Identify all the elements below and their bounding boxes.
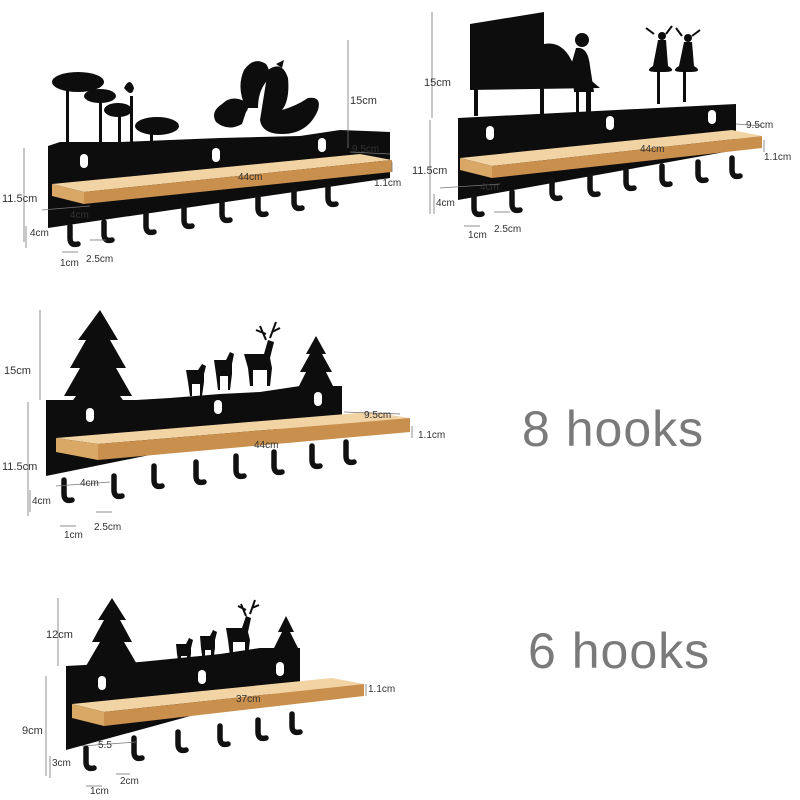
dimension-lines [23, 40, 393, 253]
hooks [83, 711, 303, 772]
mounting-slots [486, 110, 716, 140]
piano-top-height: 15cm [424, 77, 451, 89]
swan-thickness: 1.1cm [374, 178, 401, 189]
wood-shelf-side [72, 704, 104, 726]
dimension-lines [45, 598, 367, 787]
wood-shelf-top [56, 412, 410, 444]
swan-board-height: 11.5cm [2, 193, 37, 205]
deer8-hook-gap: 4cm [80, 478, 99, 489]
wood-shelf-side [460, 158, 492, 178]
deer8-hook-height: 4cm [32, 496, 51, 507]
deer8-top-height: 15cm [4, 365, 31, 377]
ballerinas-silhouette [645, 25, 701, 104]
swan-hook-width: 1cm [60, 258, 79, 269]
pine-tree-left [86, 598, 138, 666]
swan-hook-height: 4cm [30, 228, 49, 239]
pine-tree-right [274, 616, 298, 648]
dimension-lines [27, 310, 413, 527]
pine-tree-right [298, 336, 334, 388]
hooks [471, 155, 743, 218]
piano-board-height: 11.5cm [412, 165, 447, 177]
wood-shelf-side [52, 184, 84, 204]
piano-hook-height: 4cm [436, 198, 455, 209]
deer8-thickness: 1.1cm [418, 430, 445, 441]
dimension-lines [429, 12, 765, 227]
mounting-slots [98, 662, 284, 690]
deer8-shelf-drawing: 15cm 11.5cm 9.5cm 1.1cm 44cm 4cm 4cm 1cm… [2, 310, 445, 541]
piano-thickness: 1.1cm [764, 152, 791, 163]
deer-silhouettes [186, 321, 281, 396]
pine-tree-left [60, 310, 136, 418]
swans-silhouette [214, 60, 319, 134]
mounting-slots [86, 392, 322, 422]
piano-shelf-drawing: 15cm 11.5cm 9.5cm 1.1cm 44cm 4cm 4cm 1cm… [412, 12, 791, 241]
deer8-depth: 9.5cm [364, 410, 391, 421]
wood-shelf-front [104, 684, 364, 726]
deer6-shelf-panel: 12cm 9cm 1.1cm 37cm 5.5 3cm 1cm 2cm [0, 580, 420, 800]
hooks [67, 183, 339, 248]
deer6-thickness: 1.1cm [368, 684, 395, 695]
mounting-slots [80, 138, 326, 168]
deer8-shelf-panel: 15cm 11.5cm 9.5cm 1.1cm 44cm 4cm 4cm 1cm… [0, 290, 460, 560]
deer8-board-height: 11.5cm [2, 461, 37, 473]
piano-depth: 9.5cm [746, 120, 773, 131]
wood-shelf-side [56, 438, 98, 460]
deer6-hook-gap: 5.5 [98, 740, 112, 751]
swan-shelf-drawing: 11.5cm 15cm 9.5cm 1.1cm 44cm 4cm 4cm 1cm… [2, 40, 401, 269]
caption-6-hooks: 6 hooks [528, 623, 711, 679]
deer6-shelf-drawing: 12cm 9cm 1.1cm 37cm 5.5 3cm 1cm 2cm [22, 598, 395, 797]
swan-length: 44cm [238, 172, 262, 183]
wood-shelf-front [84, 160, 392, 204]
lotus-silhouette [52, 72, 179, 146]
deer6-hook-spacing: 2cm [120, 776, 139, 787]
piano-shelf-panel: 15cm 11.5cm 9.5cm 1.1cm 44cm 4cm 4cm 1cm… [400, 0, 800, 280]
wood-shelf-top [72, 678, 364, 712]
deer6-hook-width: 1cm [90, 786, 109, 797]
caption-8-hooks: 8 hooks [522, 401, 705, 457]
swan-top-height: 15cm [350, 95, 377, 107]
deer8-hook-width: 1cm [64, 530, 83, 541]
piano-hook-width: 1cm [468, 230, 487, 241]
wood-shelf-top [52, 154, 392, 192]
pianist-silhouette [572, 33, 594, 112]
deer6-length: 37cm [236, 694, 260, 705]
piano-length: 44cm [640, 144, 664, 155]
swan-depth: 9.5cm [352, 144, 379, 155]
swan-hook-gap: 4cm [70, 210, 89, 221]
deer8-length: 44cm [254, 440, 278, 451]
deer6-hook-height: 3cm [52, 758, 71, 769]
swan-hook-spacing: 2.5cm [86, 254, 113, 265]
wood-shelf-front [492, 136, 762, 178]
piano-hook-spacing: 2.5cm [494, 224, 521, 235]
piano-hook-gap: 4cm [480, 182, 499, 193]
hooks [61, 439, 357, 504]
wood-shelf-top [460, 130, 762, 166]
deer6-top-height: 12cm [46, 629, 73, 641]
deer8-hook-spacing: 2.5cm [94, 522, 121, 533]
wood-shelf-front [98, 418, 410, 460]
swan-shelf-panel: 11.5cm 15cm 9.5cm 1.1cm 44cm 4cm 4cm 1cm… [0, 0, 401, 280]
deer6-board-height: 9cm [22, 725, 43, 737]
